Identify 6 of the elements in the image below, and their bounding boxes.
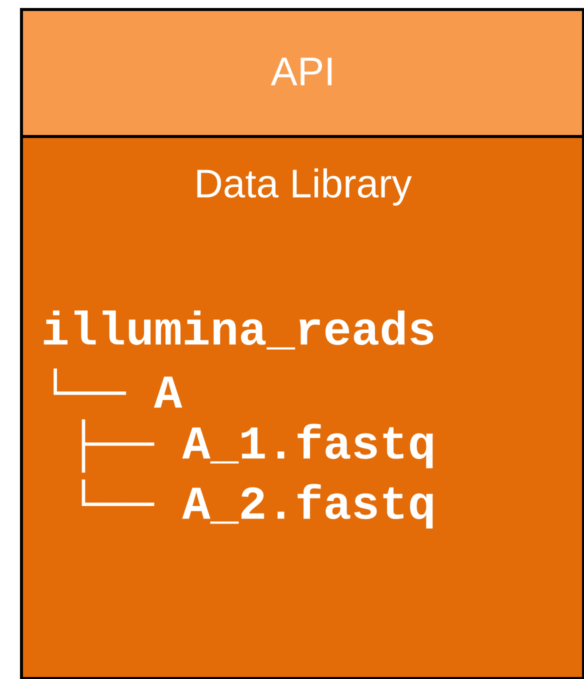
tree-line: illumina_reads — [44, 310, 434, 350]
heading-text: Data Library — [197, 168, 412, 206]
title-text: API — [270, 58, 332, 86]
tree-line: └── A — [54, 368, 182, 408]
tree-line: └── A_2.fastq — [82, 480, 433, 528]
tree-line: ├── A_1.fastq — [82, 419, 433, 473]
